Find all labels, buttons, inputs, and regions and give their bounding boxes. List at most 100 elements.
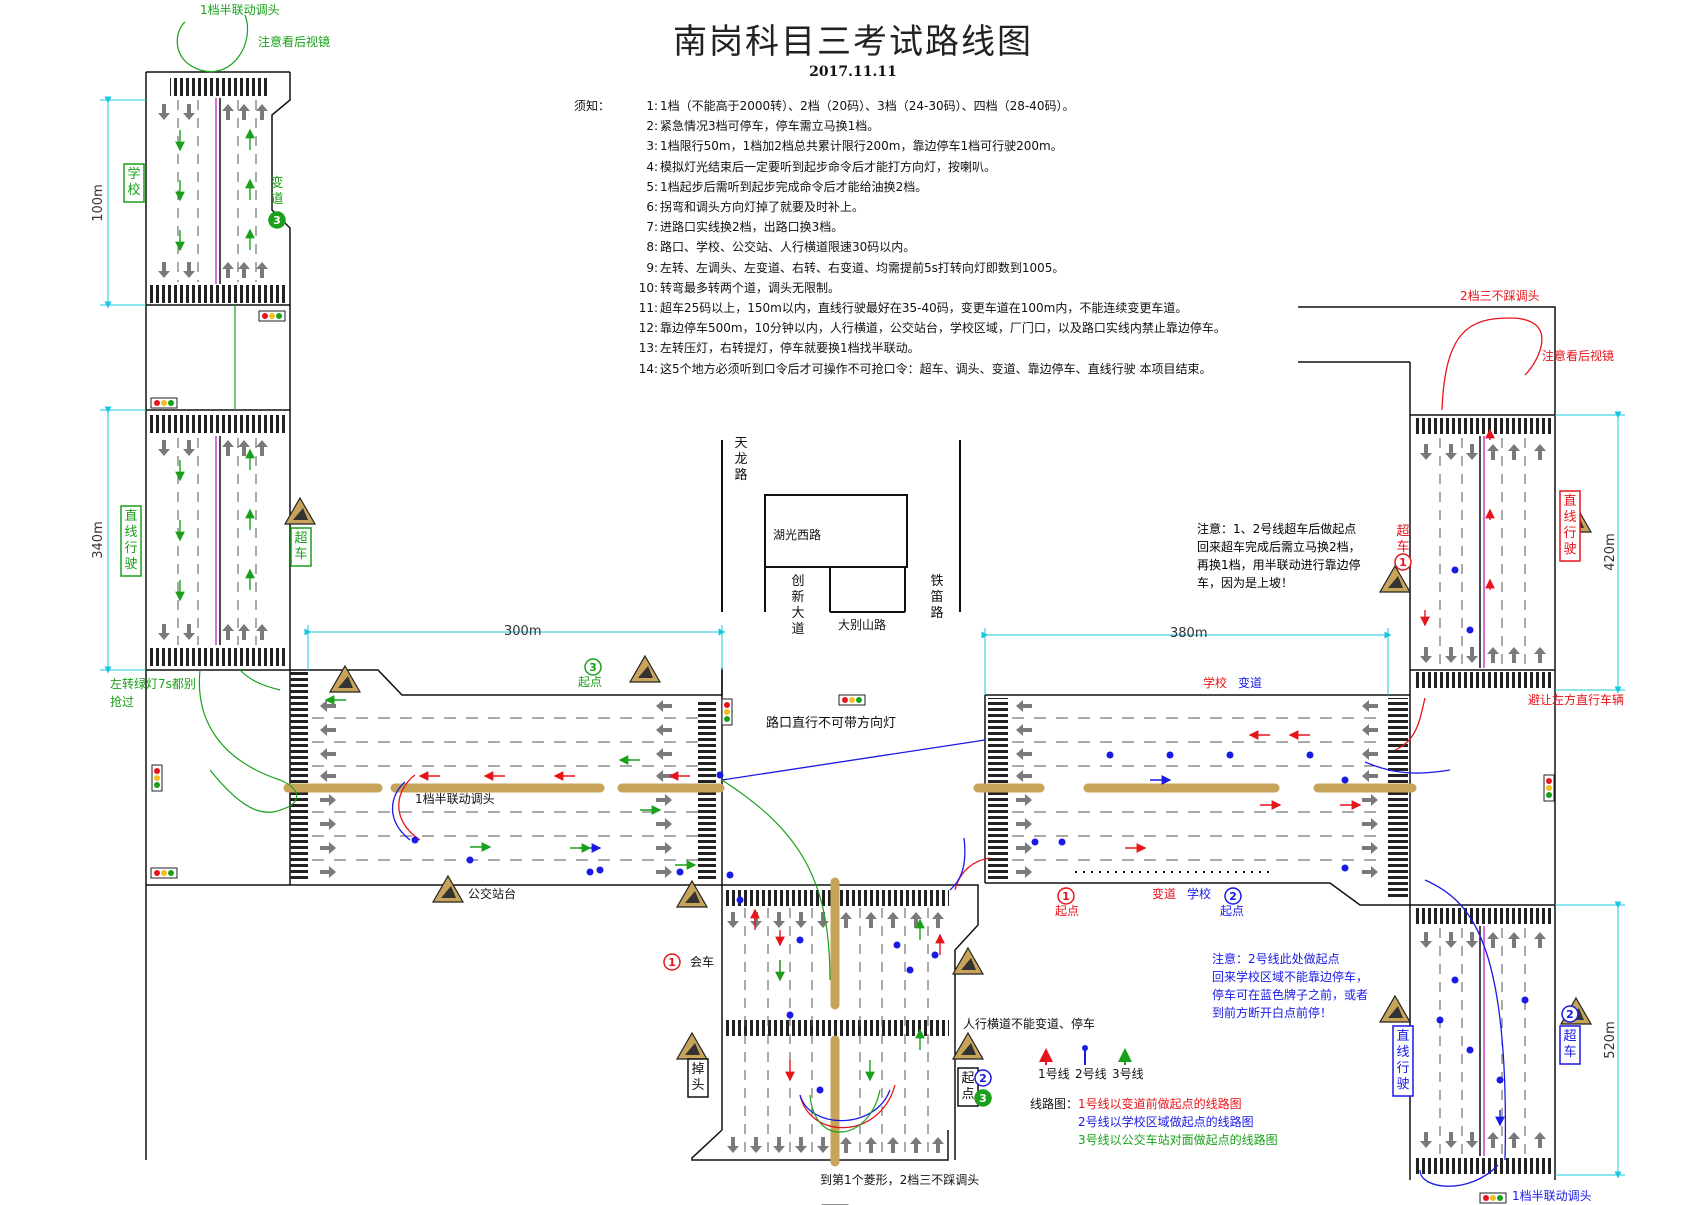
label-start-1: 起点 <box>1055 904 1079 918</box>
note-num: 10: <box>638 280 658 295</box>
note-text: 模拟灯光结束后一定要听到起步命令后才能打方向灯，按喇叭。 <box>660 159 997 174</box>
note-text: 1档起步后需听到起步完成命令后才能给油换2档。 <box>660 179 928 194</box>
warning-sign <box>951 1031 985 1060</box>
route-1 <box>398 317 1543 1129</box>
note-num: 7: <box>646 220 658 235</box>
lane-lines <box>177 438 257 645</box>
lane-arrow <box>1362 748 1378 760</box>
dim-300: 300m <box>504 624 541 639</box>
circle-number: 3 <box>584 658 602 676</box>
lane-arrow <box>320 748 336 760</box>
route-dot <box>1466 626 1474 634</box>
lane-arrow <box>817 1137 829 1153</box>
svg-text:行: 行 <box>1396 1061 1409 1076</box>
lane-arrow <box>1445 932 1457 948</box>
label-gear1-uturn-top: 1档半联动调头 <box>200 3 280 17</box>
svg-text:路: 路 <box>930 605 943 621</box>
note-text: 路口、学校、公交站、人行横道限速30码以内。 <box>660 240 916 255</box>
note-text: 超车25码以上，150m以内，直线行驶最好在35-40码，变更车道在100m内，… <box>660 301 1188 316</box>
lane-arrow <box>1362 700 1378 712</box>
legend-title: 线路图： <box>1030 1096 1078 1111</box>
top-left-road <box>145 71 291 306</box>
note-line: 注意：2号线此处做起点 <box>1212 952 1340 966</box>
lane-arrow <box>158 262 170 278</box>
svg-text:变: 变 <box>270 175 283 191</box>
lane-arrow <box>795 1137 807 1153</box>
note-text: 1档（不能高于2000转）、2档（20码）、3档（24-30码）、四档（28-4… <box>660 99 1075 113</box>
lane-arrow <box>1362 842 1378 854</box>
route-dot <box>1306 751 1314 759</box>
circle-number: 2 <box>974 1069 992 1087</box>
route-dot <box>796 936 804 944</box>
svg-text:车: 车 <box>1396 539 1409 555</box>
lane-arrow <box>238 440 250 456</box>
lane-arrow <box>1534 647 1546 663</box>
lane-arrow <box>1362 866 1378 878</box>
dim-100: 100m <box>91 184 106 221</box>
traffic-light <box>1479 1192 1507 1204</box>
note-text: 进路口实线换2档，出路口换3档。 <box>660 220 844 235</box>
traffic-light <box>1543 774 1555 802</box>
dimension-lines <box>100 96 1625 1179</box>
route-dot <box>716 771 724 779</box>
warning-sign <box>431 874 465 903</box>
lane-arrow <box>256 262 268 278</box>
crosswalk <box>1413 672 1553 688</box>
lane-arrow <box>1487 1132 1499 1148</box>
lane-arrow <box>773 1137 785 1153</box>
lane-arrow <box>865 1137 877 1153</box>
route-dot <box>1226 751 1234 759</box>
overtake-note: 注意：1、2号线超车后做起点 回来超车完成后需立马换2档， 再换1档，用半联动进… <box>1197 520 1397 592</box>
label-gear2-uturn-bottom: 到第1个菱形，2档三不踩调头 <box>820 1173 979 1187</box>
lane-arrow <box>865 912 877 928</box>
lane-lines <box>1012 717 1385 861</box>
route-markers <box>175 128 1529 1127</box>
lane-arrow <box>1016 818 1032 830</box>
lane-arrow <box>1016 842 1032 854</box>
lane-arrow <box>1466 444 1478 460</box>
dim-420: 420m <box>1603 533 1618 570</box>
map-labels: 1档半联动调头 注意看后视镜 2档三不踩调头 注意看后视镜 1档半联动调头 1档… <box>110 3 1624 1203</box>
svg-text:线: 线 <box>1563 510 1576 525</box>
svg-text:路: 路 <box>734 467 747 483</box>
road-dabieshan: 大别山路 <box>838 617 886 632</box>
svg-text:超: 超 <box>1563 1029 1576 1044</box>
lane-arrow <box>1016 748 1032 760</box>
lane-arrow <box>238 624 250 640</box>
legend-arrows <box>1039 1045 1132 1065</box>
svg-text:直: 直 <box>1563 494 1576 509</box>
note-num: 14: <box>638 361 658 376</box>
svg-text:2: 2 <box>979 1072 987 1085</box>
dim-380: 380m <box>1170 626 1207 641</box>
lane-arrow <box>1487 444 1499 460</box>
svg-text:行: 行 <box>124 541 137 556</box>
warning-sign <box>675 879 709 908</box>
bottom-road <box>691 884 979 1161</box>
lane-arrow <box>656 866 672 878</box>
lane-arrow <box>817 912 829 928</box>
right-road-top <box>1298 306 1556 695</box>
circle-number: 3 <box>268 211 286 229</box>
vertical-label: 直线行驶 <box>120 505 142 577</box>
svg-text:创: 创 <box>791 574 804 589</box>
lane-lines <box>177 100 257 282</box>
svg-text:3: 3 <box>273 214 281 227</box>
traffic-light <box>150 397 178 409</box>
vertical-label: 变道 <box>270 175 283 207</box>
note-line: 车，因为是上坡！ <box>1197 576 1294 590</box>
svg-text:点: 点 <box>961 1087 974 1102</box>
route-dot <box>466 856 474 864</box>
route-dot <box>1341 776 1349 784</box>
route2-note: 注意：2号线此处做起点 回来学校区域不能靠边停车， 停车可在蓝色牌子之前，或者 … <box>1212 950 1402 1022</box>
svg-text:2: 2 <box>1566 1008 1574 1021</box>
note-line: 回来超车完成后需立马换2档， <box>1197 540 1361 554</box>
lane-arrow <box>158 440 170 456</box>
svg-text:1: 1 <box>1062 890 1070 903</box>
note-line: 注意：1、2号线超车后做起点 <box>1197 522 1357 536</box>
location-sketch <box>721 440 961 613</box>
svg-text:笛: 笛 <box>930 589 943 605</box>
route-dot <box>736 896 744 904</box>
note-line: 再换1档，用半联动进行靠边停 <box>1197 558 1361 572</box>
